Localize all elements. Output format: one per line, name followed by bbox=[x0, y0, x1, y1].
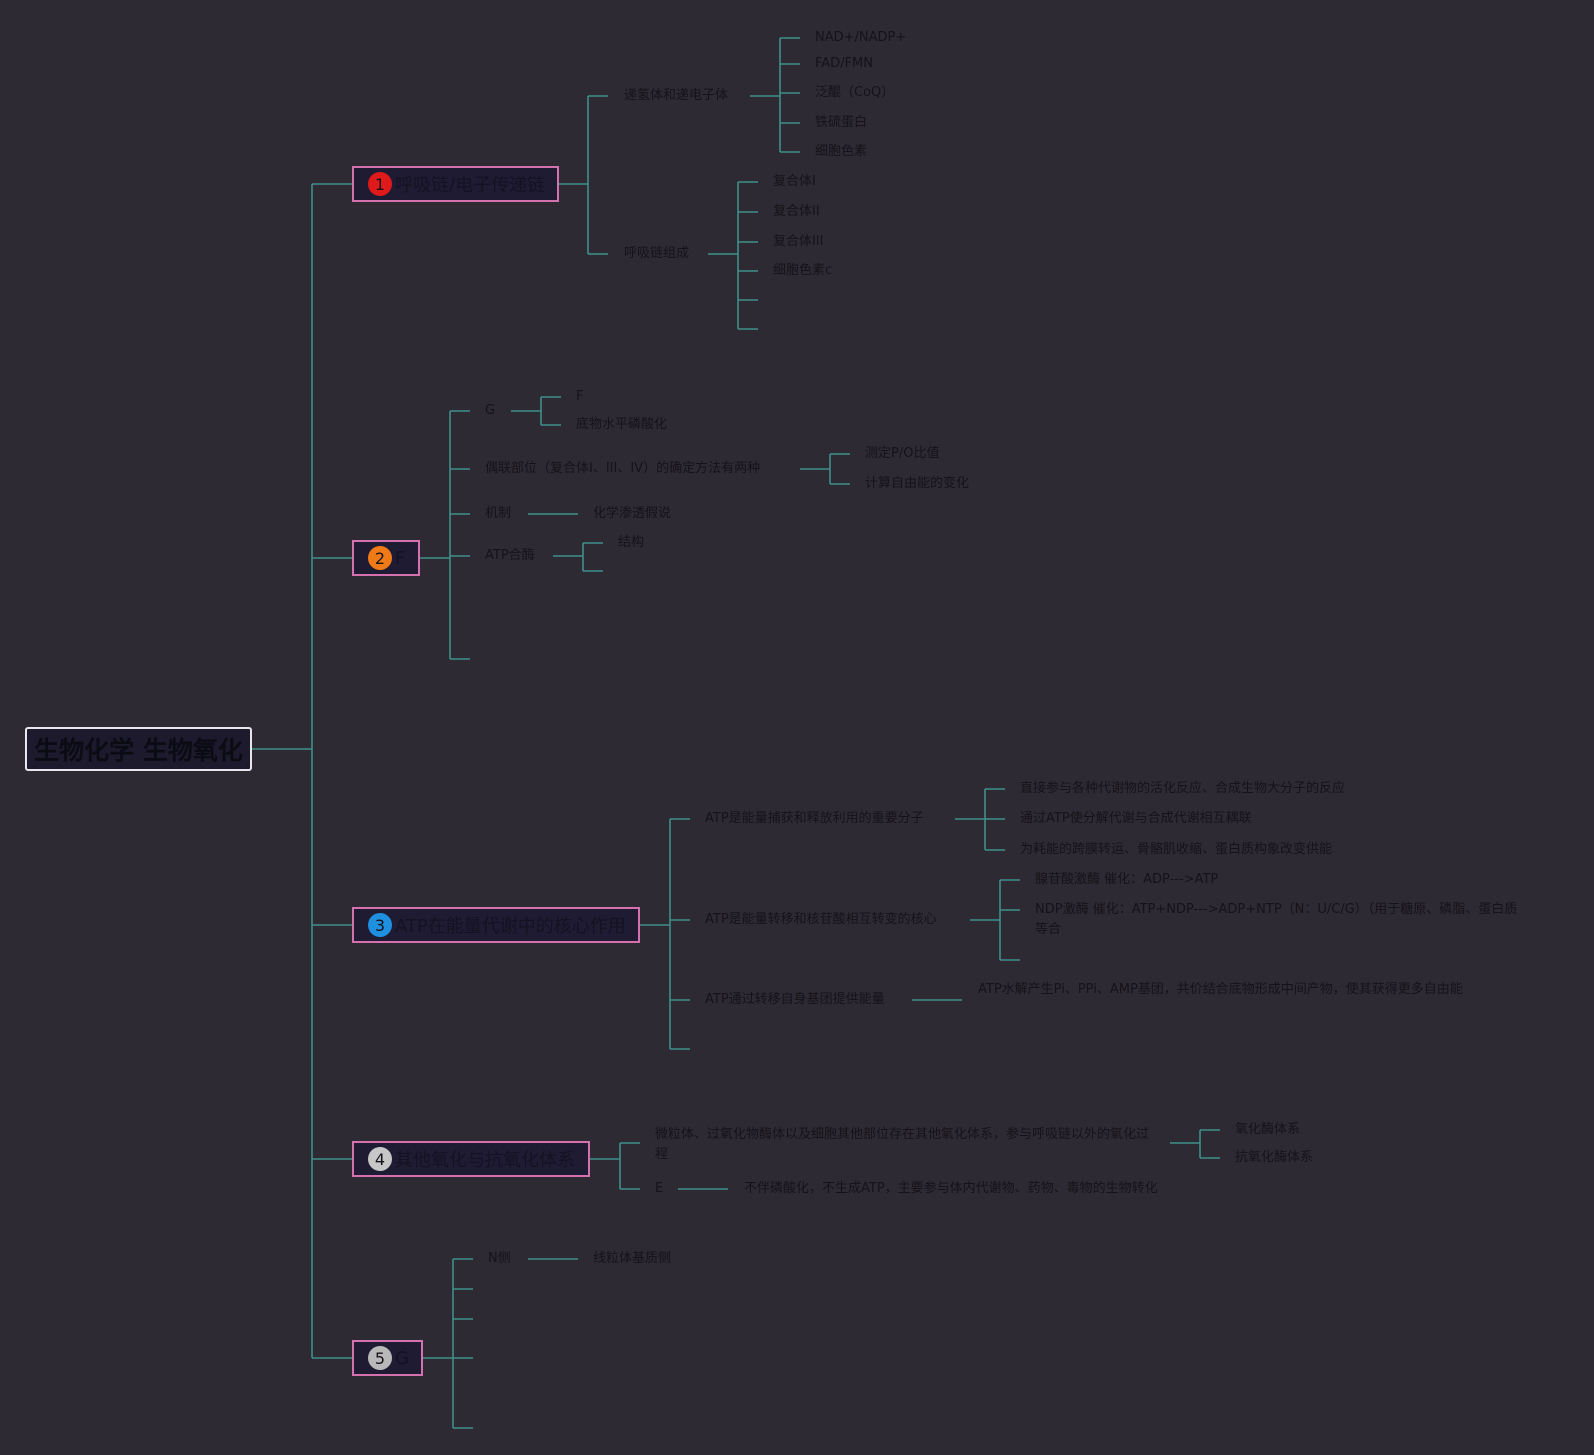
number-2-badge-icon: 2 bbox=[368, 546, 392, 570]
leaf-nad[interactable]: NAD+/NADP+ bbox=[815, 30, 907, 45]
topic-title: F bbox=[395, 547, 406, 569]
topic-other-oxidation[interactable]: 4 其他氧化与抗氧化体系 bbox=[352, 1141, 590, 1177]
topic-respiratory-chain[interactable]: 1 呼吸链/电子传递链 bbox=[352, 166, 559, 202]
leaf-complex-1[interactable]: 复合体I bbox=[773, 174, 816, 189]
subtopic-e[interactable]: E bbox=[655, 1181, 664, 1196]
leaf-antioxidase-system[interactable]: 抗氧化酶体系 bbox=[1235, 1150, 1314, 1165]
topic-atp-core-role[interactable]: 3 ATP在能量代谢中的核心作用 bbox=[352, 907, 640, 943]
leaf-structure[interactable]: 结构 bbox=[618, 535, 645, 550]
subtopic-atp-synthase[interactable]: ATP合酶 bbox=[485, 548, 535, 563]
subtopic-chain-composition[interactable]: 呼吸链组成 bbox=[624, 246, 690, 261]
leaf-po-ratio[interactable]: 测定P/O比值 bbox=[865, 446, 940, 461]
leaf-energy-supply[interactable]: 为耗能的跨膜转运、骨骼肌收缩、蛋白质构象改变供能 bbox=[1020, 842, 1333, 857]
leaf-coq[interactable]: 泛醌（CoQ） bbox=[815, 85, 895, 100]
leaf-ndp-kinase[interactable]: NDP激酶 催化：ATP+NDP--->ADP+NTP（N：U/C/G）（用于糖… bbox=[1035, 902, 1518, 937]
subtopic-atp-transfer[interactable]: ATP是能量转移和核苷酸相互转变的核心 bbox=[705, 912, 937, 927]
topic-title: 呼吸链/电子传递链 bbox=[395, 175, 546, 196]
leaf-coupling-metabolism[interactable]: 通过ATP使分解代谢与合成代谢相互耦联 bbox=[1020, 811, 1252, 826]
topic-f[interactable]: 2 F bbox=[352, 540, 420, 576]
leaf-free-energy[interactable]: 计算自由能的变化 bbox=[865, 476, 970, 491]
number-1-badge-icon: 1 bbox=[368, 172, 392, 196]
leaf-complex-2[interactable]: 复合体II bbox=[773, 204, 820, 219]
leaf-biotransformation[interactable]: 不伴磷酸化，不生成ATP，主要参与体内代谢物、药物、毒物的生物转化 bbox=[744, 1181, 1158, 1196]
topic-title: G bbox=[395, 1347, 409, 1369]
leaf-matrix-side[interactable]: 线粒体基质侧 bbox=[593, 1251, 672, 1266]
subtopic-group-transfer[interactable]: ATP通过转移自身基团提供能量 bbox=[705, 992, 885, 1007]
leaf-cytochrome-c[interactable]: 细胞色素c bbox=[773, 263, 833, 278]
subtopic-g[interactable]: G bbox=[485, 403, 496, 418]
leaf-f[interactable]: F bbox=[576, 389, 584, 404]
leaf-hydrolysis[interactable]: ATP水解产生Pi、PPi、AMP基团，共价结合底物形成中间产物，使其获得更多自… bbox=[978, 982, 1463, 997]
leaf-oxidase-system[interactable]: 氧化酶体系 bbox=[1235, 1122, 1301, 1137]
subtopic-carriers[interactable]: 递氢体和递电子体 bbox=[624, 88, 729, 103]
topic-title: ATP在能量代谢中的核心作用 bbox=[395, 916, 626, 937]
root-topic[interactable]: 生物化学 生物氧化 bbox=[25, 727, 252, 771]
number-4-badge-icon: 4 bbox=[368, 1147, 392, 1171]
leaf-complex-3[interactable]: 复合体III bbox=[773, 234, 824, 249]
subtopic-mechanism[interactable]: 机制 bbox=[485, 506, 512, 521]
leaf-cytochrome[interactable]: 细胞色素 bbox=[815, 144, 868, 159]
subtopic-n-side[interactable]: N侧 bbox=[488, 1251, 511, 1266]
topic-title: 其他氧化与抗氧化体系 bbox=[395, 1150, 575, 1171]
topic-g[interactable]: 5 G bbox=[352, 1340, 423, 1376]
subtopic-atp-capture[interactable]: ATP是能量捕获和释放利用的重要分子 bbox=[705, 811, 924, 826]
subtopic-coupling-sites[interactable]: 偶联部位（复合体I、III、IV）的确定方法有两种 bbox=[485, 461, 761, 476]
leaf-iron-sulfur[interactable]: 铁硫蛋白 bbox=[815, 115, 868, 130]
leaf-fad[interactable]: FAD/FMN bbox=[815, 56, 873, 71]
number-5-badge-icon: 5 bbox=[368, 1346, 392, 1370]
leaf-activation[interactable]: 直接参与各种代谢物的活化反应、合成生物大分子的反应 bbox=[1020, 781, 1346, 796]
leaf-adenylate-kinase[interactable]: 腺苷酸激酶 催化：ADP--->ATP bbox=[1035, 872, 1219, 887]
leaf-chemiosmotic[interactable]: 化学渗透假说 bbox=[593, 506, 672, 521]
leaf-substrate-phosphorylation[interactable]: 底物水平磷酸化 bbox=[576, 417, 668, 432]
number-3-badge-icon: 3 bbox=[368, 913, 392, 937]
subtopic-other-systems[interactable]: 微粒体、过氧化物酶体以及细胞其他部位存在其他氧化体系，参与呼吸链以外的氧化过程 bbox=[655, 1127, 1150, 1162]
